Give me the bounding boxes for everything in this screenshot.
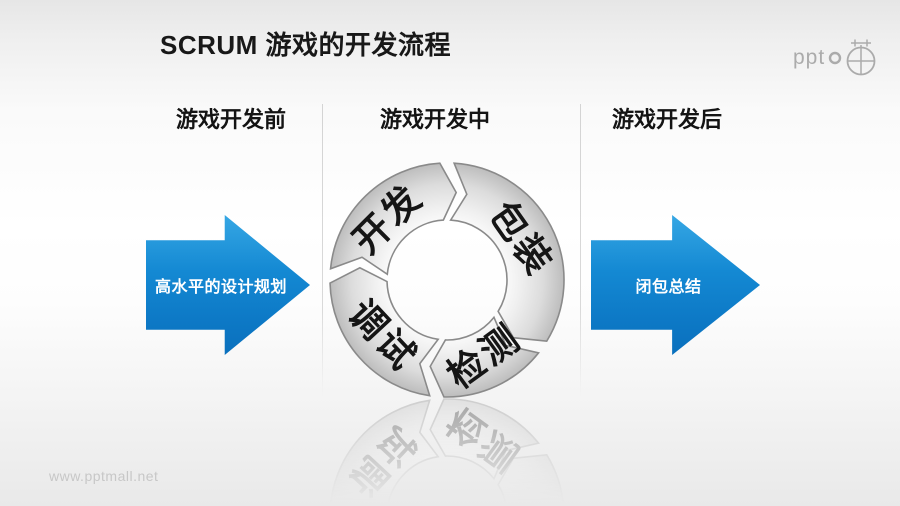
cycle-segment-3 — [429, 315, 540, 398]
logo-text: ppt — [793, 45, 826, 69]
column-header-after: 游戏开发后 — [612, 107, 723, 132]
column-header-before: 游戏开发前 — [176, 107, 287, 132]
scrum-cycle-diagram: 开发包装检测调试 — [322, 155, 572, 405]
slide-title: SCRUM 游戏的开发流程 — [160, 30, 452, 60]
cycle-segment-4 — [329, 399, 440, 506]
column-divider-right — [580, 104, 581, 397]
watermark: www.pptmall.net — [49, 468, 159, 484]
column-divider-left — [322, 104, 323, 397]
post-phase-arrow: 闭包总结 — [591, 215, 760, 355]
pptmall-logo: ppt — [793, 36, 885, 82]
crosshair-circle-icon — [829, 39, 876, 76]
cycle-segment-1 — [329, 162, 458, 276]
post-phase-arrow-label: 闭包总结 — [635, 279, 702, 296]
cycle-segment-4 — [329, 266, 440, 397]
cycle-segment-3 — [429, 398, 540, 481]
pre-phase-arrow: 高水平的设计规划 — [146, 215, 310, 355]
pre-phase-arrow-label: 高水平的设计规划 — [154, 279, 287, 296]
cycle-segment-2 — [449, 162, 565, 342]
column-header-during: 游戏开发中 — [380, 107, 491, 132]
cycle-segment-2 — [497, 454, 565, 506]
